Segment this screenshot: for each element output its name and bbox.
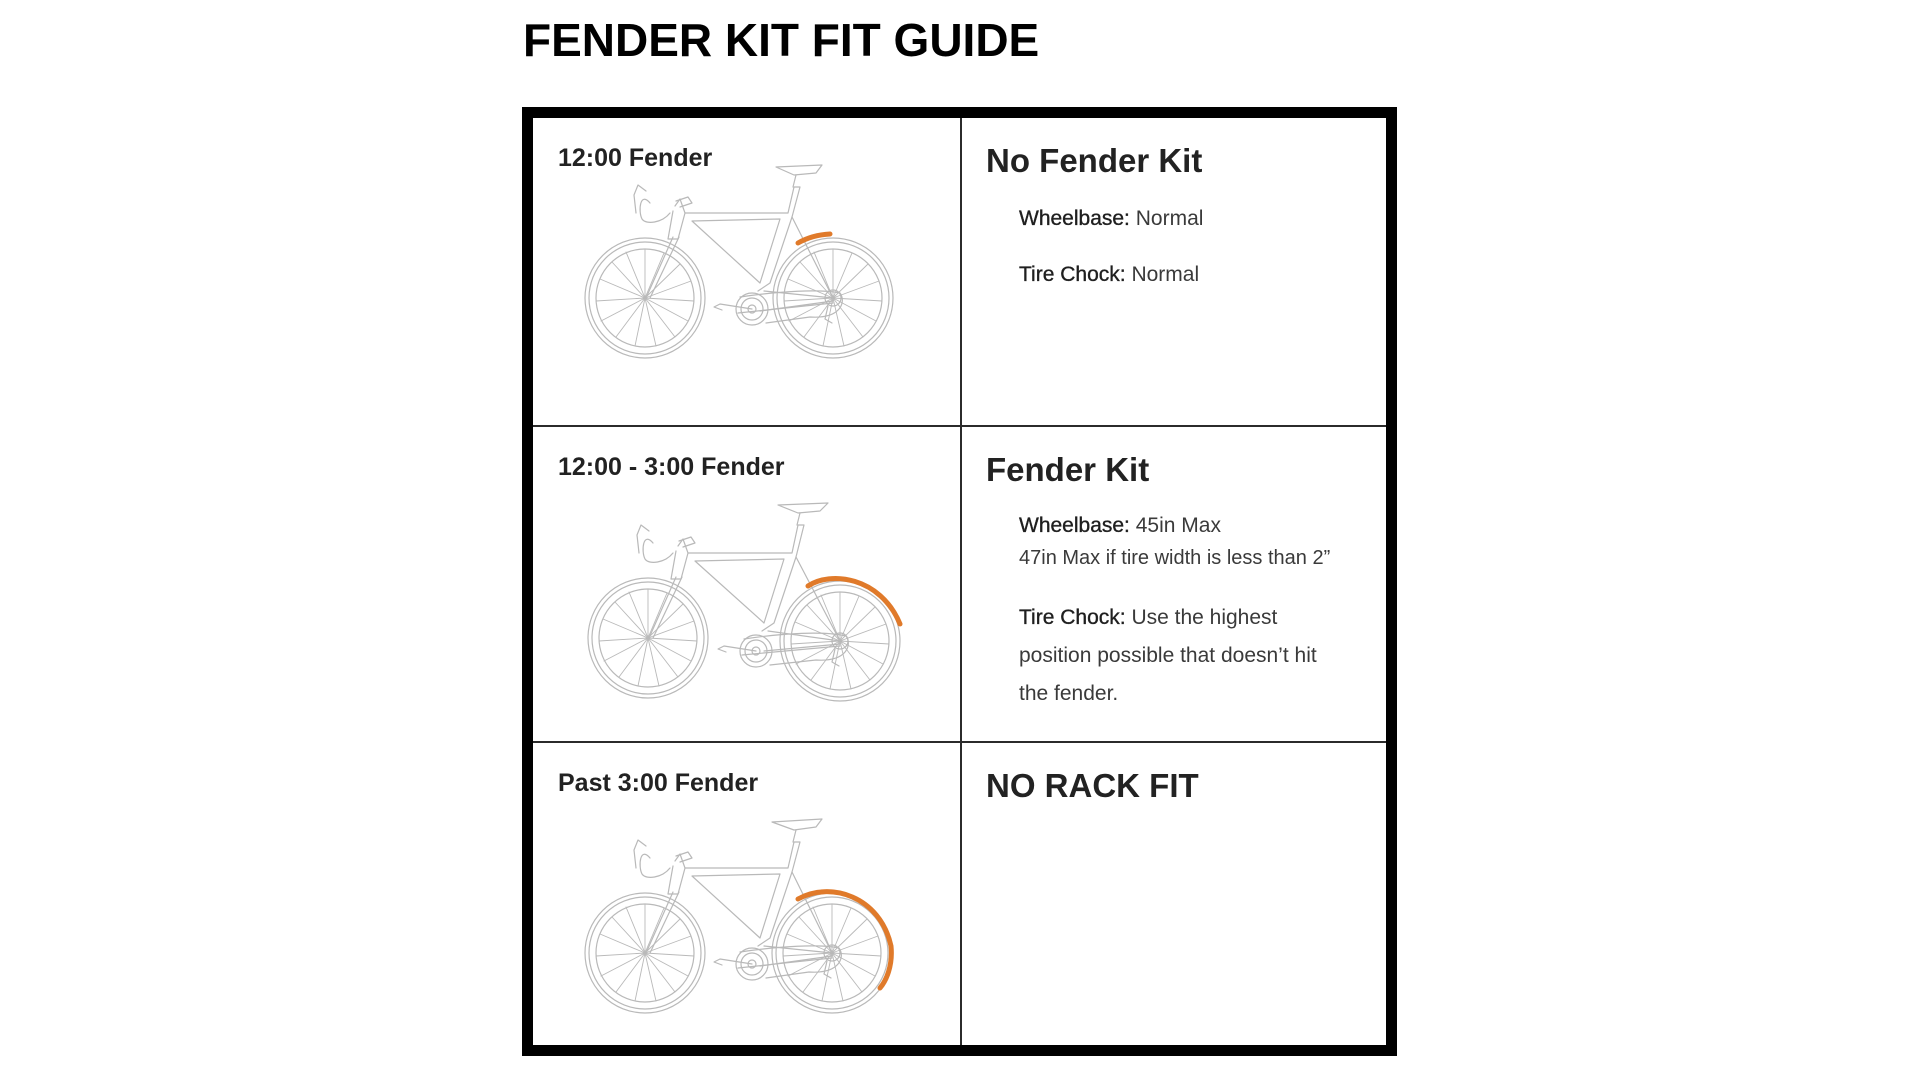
tire-chock-spec: Tire Chock: Normal (1019, 256, 1359, 294)
fender-type-label: 12:00 Fender (558, 144, 713, 172)
wheelbase-note: 47in Max if tire width is less than 2” (1019, 543, 1359, 573)
kit-info-cell: Fender Kit Wheelbase: 45in Max 47in Max … (962, 427, 1386, 741)
spec-key: Tire Chock: (1019, 606, 1126, 629)
spec-value: Use the highest position possible that d… (1019, 606, 1317, 705)
kit-info-cell: NO RACK FIT (962, 743, 1386, 1046)
road-bike-fender-12-3-icon (580, 491, 910, 711)
fit-row-past-3-fender: Past 3:00 Fender (533, 743, 1386, 1046)
kit-title: Fender Kit (986, 451, 1150, 488)
kit-title: NO RACK FIT (986, 767, 1199, 804)
wheelbase-spec: Wheelbase: 45in Max (1019, 507, 1359, 545)
fender-type-label: 12:00 - 3:00 Fender (558, 453, 785, 481)
fender-type-label: Past 3:00 Fender (558, 769, 759, 797)
road-bike-fender-12-icon (580, 151, 910, 371)
road-bike-fender-past-3-icon (580, 806, 910, 1026)
kit-info-cell: No Fender Kit Wheelbase: Normal Tire Cho… (962, 118, 1386, 425)
fender-type-cell: 12:00 Fender (533, 118, 960, 425)
fender-type-cell: 12:00 - 3:00 Fender (533, 427, 960, 741)
spec-note: 47in Max if tire width is less than 2” (1019, 547, 1331, 569)
spec-key: Wheelbase: (1019, 514, 1130, 537)
spec-key: Tire Chock: (1019, 263, 1126, 286)
column-divider (960, 118, 962, 1045)
tire-chock-spec: Tire Chock: Use the highest position pos… (1019, 599, 1349, 713)
spec-key: Wheelbase: (1019, 207, 1130, 230)
row-divider (533, 741, 1386, 743)
kit-title: No Fender Kit (986, 142, 1203, 179)
spec-value: 45in Max (1135, 514, 1221, 537)
fit-row-12-3-fender: 12:00 - 3:00 Fender (533, 427, 1386, 741)
spec-value: Normal (1135, 207, 1204, 230)
wheelbase-spec: Wheelbase: Normal (1019, 200, 1359, 238)
page-title: FENDER KIT FIT GUIDE (523, 14, 1040, 66)
fender-type-cell: Past 3:00 Fender (533, 743, 960, 1046)
row-divider (533, 425, 1386, 427)
fit-guide-table: 12:00 Fender (522, 107, 1397, 1056)
spec-value: Normal (1131, 263, 1200, 286)
fit-row-12-fender: 12:00 Fender (533, 118, 1386, 425)
